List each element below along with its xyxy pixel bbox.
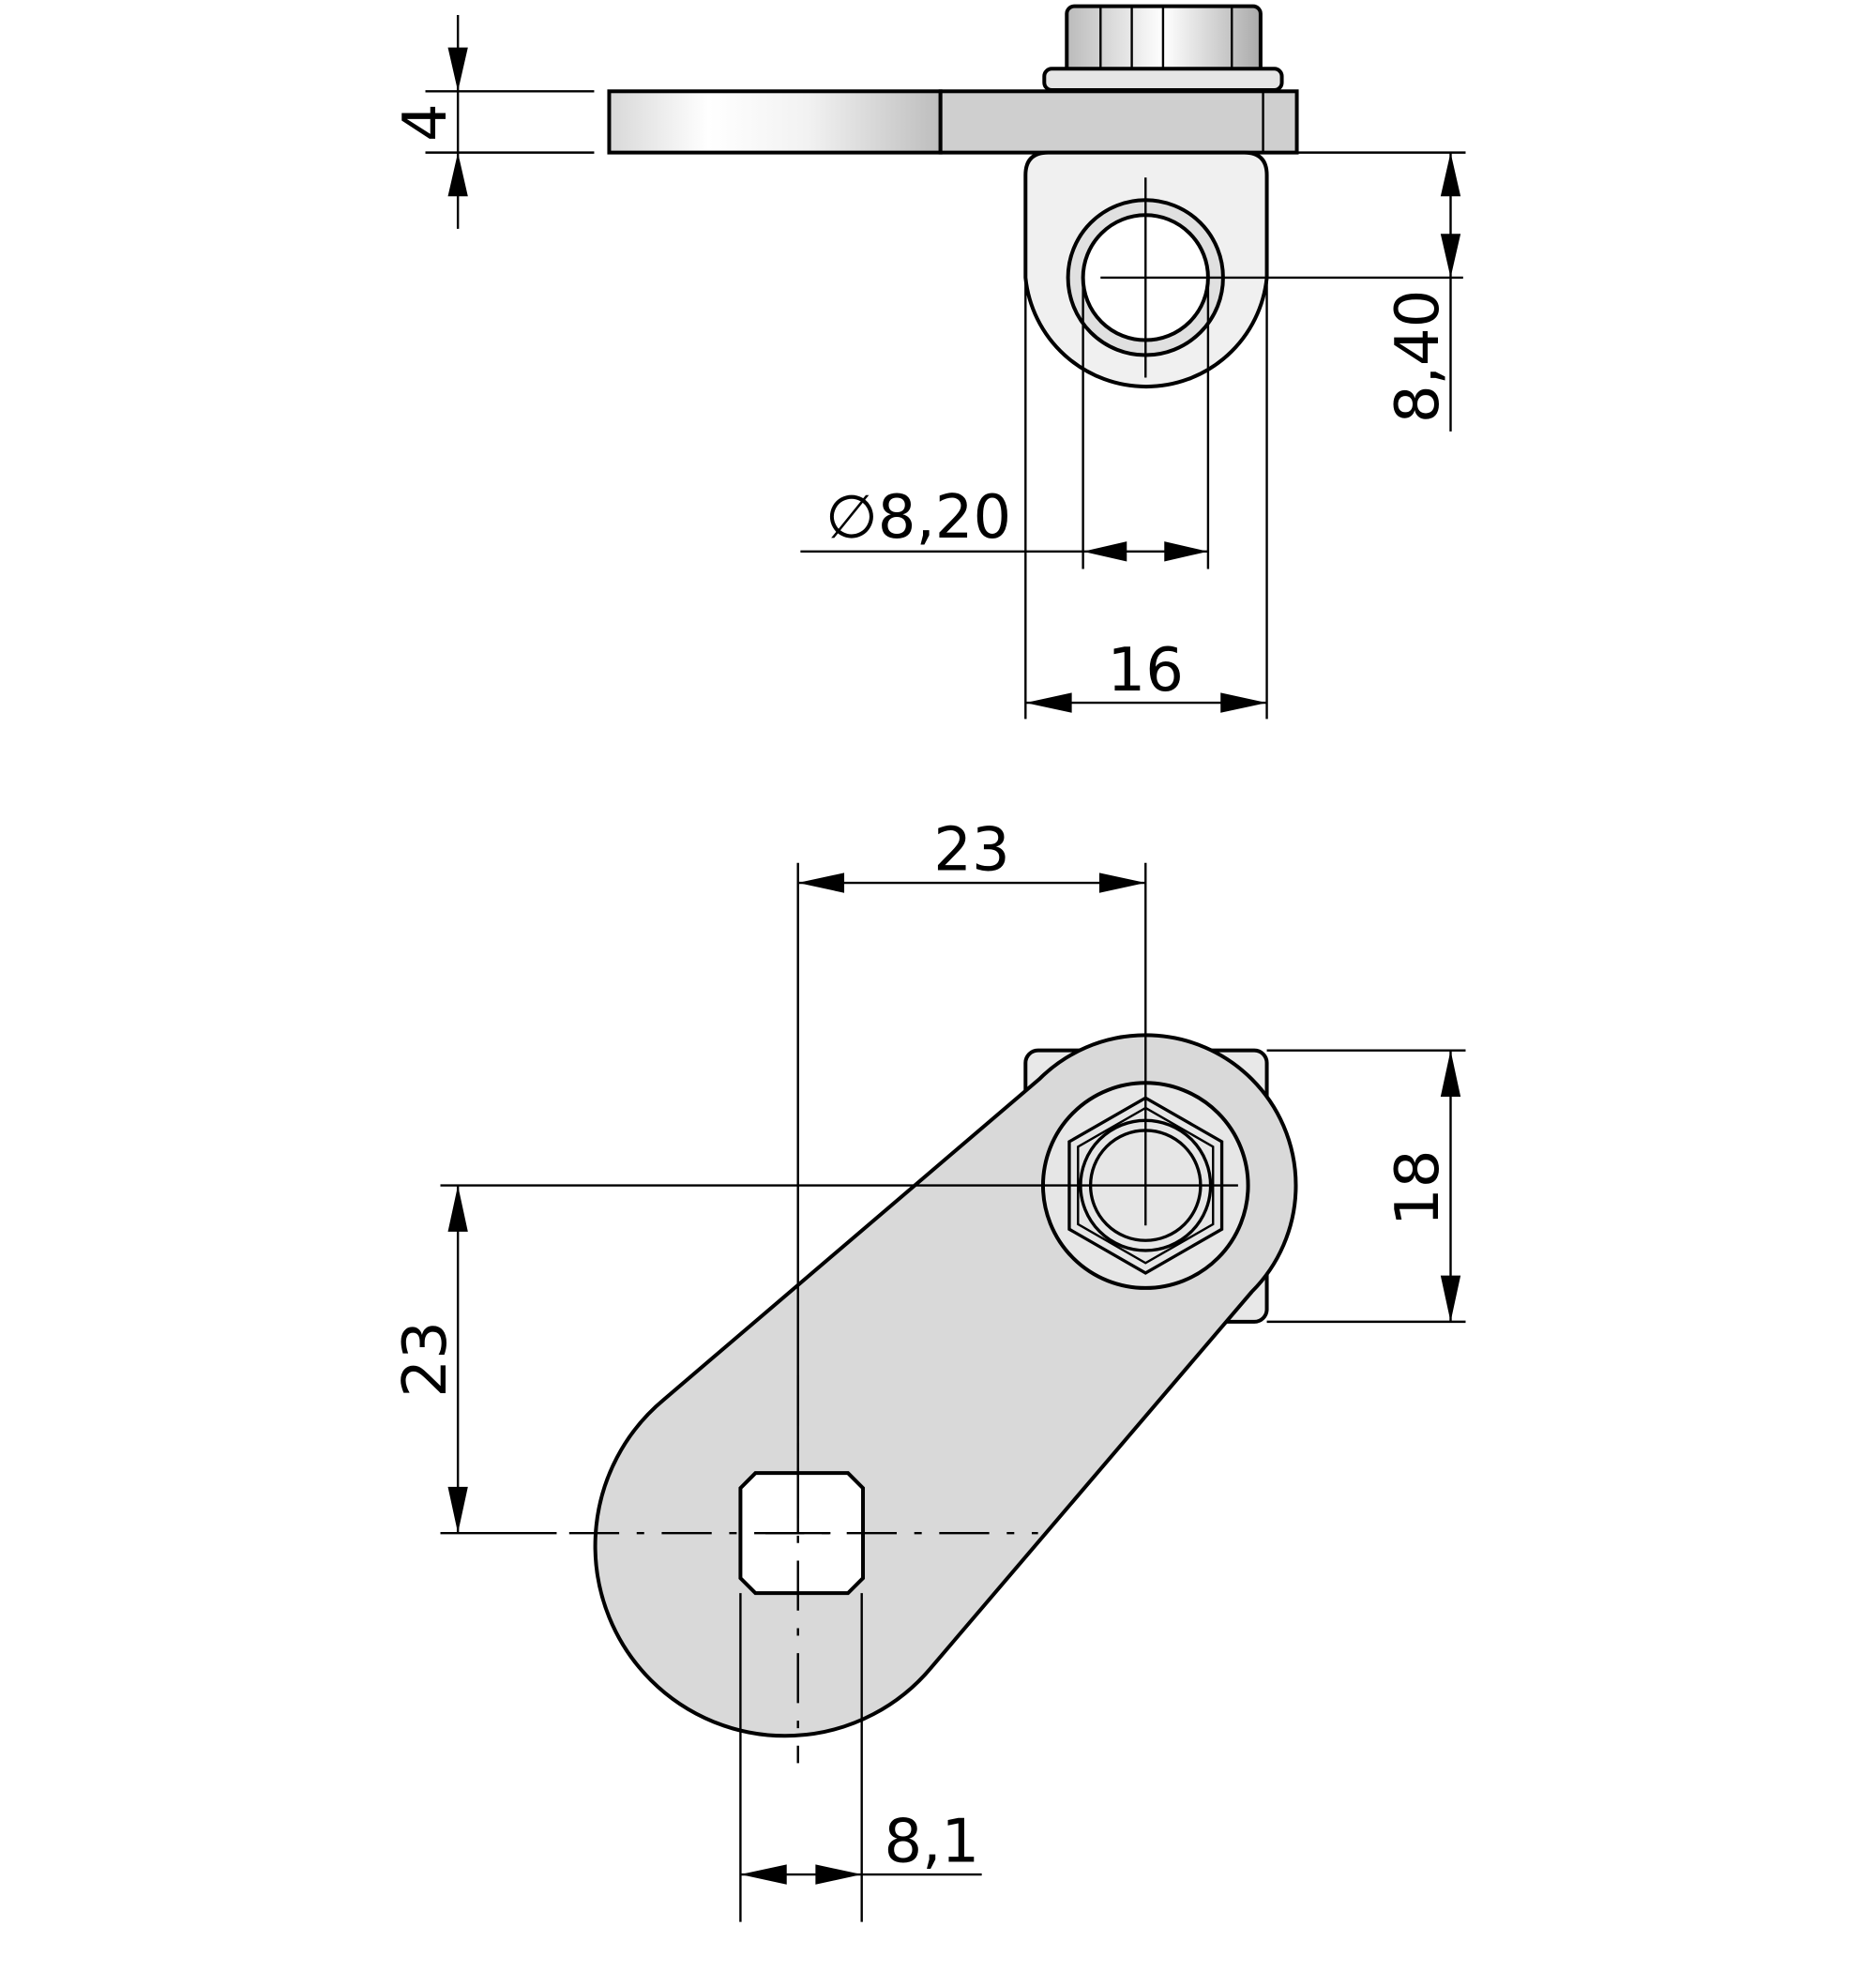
dimension-plate-thickness: 4 [391,14,595,229]
plate-right [938,89,1299,155]
dim-23-horizontal-label: 23 [933,816,1009,886]
dimension-hole-diameter: ∅8,20 [800,277,1210,569]
top-view: 4 8,40 ∅8,20 16 [391,4,1466,720]
hex-nut [1067,1096,1224,1275]
dim-23-vertical-label: 23 [391,1321,461,1397]
dimension-hole-height: 8,40 [1296,151,1466,432]
dimension-nut-height: 18 [1266,1049,1466,1324]
dim-8-20-label: ∅8,20 [825,483,1011,553]
dimension-bracket-width: 16 [1024,277,1268,720]
dim-8-40-label: 8,40 [1384,290,1453,423]
dimension-square-hole: 8,1 [739,1593,982,1922]
front-view: 23 23 18 8,1 [391,816,1466,1922]
dim-18-label: 18 [1384,1150,1453,1226]
dimension-vertical-offset: 23 [391,1185,557,1535]
dim-8-1-label: 8,1 [884,1808,979,1877]
plate-left [607,89,943,155]
dim-4-label: 4 [391,103,461,142]
bolt-flange [1042,67,1284,92]
dim-16-label: 16 [1108,636,1184,705]
dimension-horizontal-offset: 23 [796,816,1146,1534]
